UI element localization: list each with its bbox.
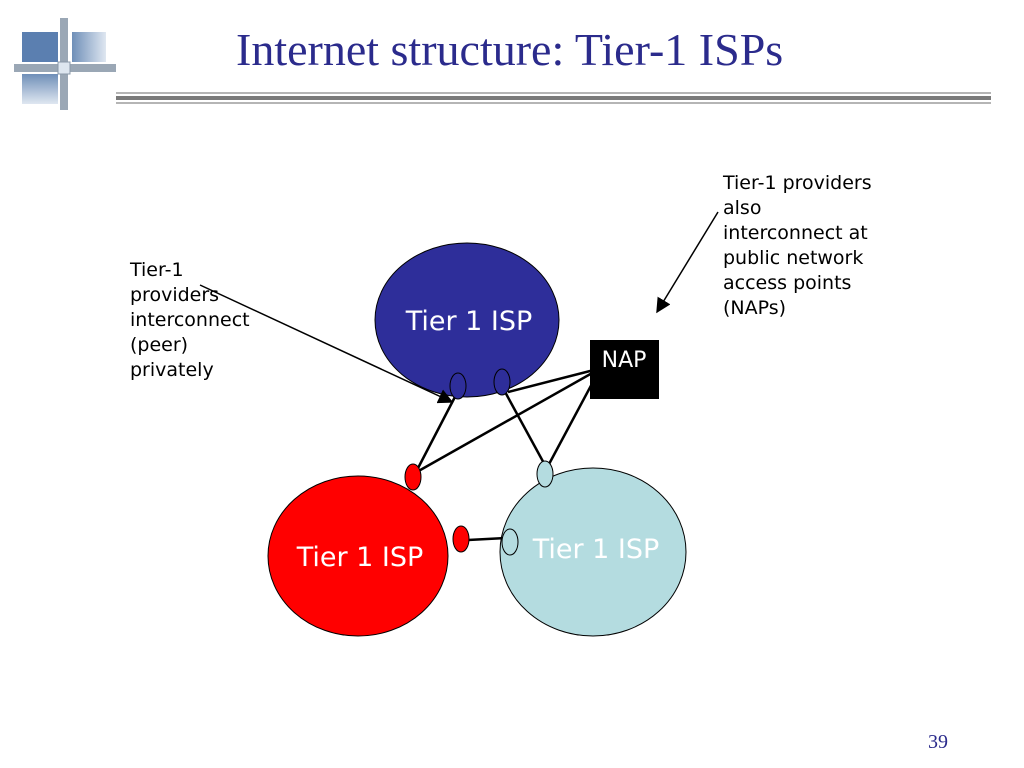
isp-cloud-blue [374,242,560,398]
isp-cloud-light [499,467,687,637]
router-blue-right [493,368,511,396]
title-rule-bottom-line [116,102,991,104]
page-number: 39 [928,731,948,753]
link-nap-to-red [414,370,595,475]
title-rule [116,92,991,104]
isp-label-red: Tier 1 ISP [296,542,424,573]
router-light-top [536,460,554,488]
title-rule-top-line [116,92,991,94]
router-red-right [452,525,470,553]
link-blue-right-to-nap [507,368,595,394]
title-rule-middle-line [116,96,991,100]
isp-label-light: Tier 1 ISP [532,534,660,565]
logo-block-top-left [22,32,58,62]
nap-box [590,340,659,399]
nap-label: NAP [602,348,647,373]
link-nap-to-light [546,379,596,467]
link-blue-right-to-light [502,389,548,468]
annotation-private-peering: Tier-1 providers interconnect (peer) pri… [130,259,250,381]
annotation-public-naps: Tier-1 providers also interconnect at pu… [723,172,872,319]
corner-logo [14,18,116,110]
arrow-public-nap [656,211,719,314]
slide-title: Internet structure: Tier-1 ISPs [236,24,784,75]
isp-label-blue: Tier 1 ISP [405,306,533,337]
arrow-private-peering [199,284,454,404]
logo-block-top-right [72,32,106,62]
router-red-top [404,463,422,491]
link-blue-left-to-red [414,392,459,473]
router-blue-left [449,372,467,400]
link-red-to-light [467,536,507,542]
isp-cloud-red [267,475,449,637]
logo-block-bottom-left [22,74,58,104]
logo-center-square [57,61,71,75]
router-light-left [501,528,519,556]
